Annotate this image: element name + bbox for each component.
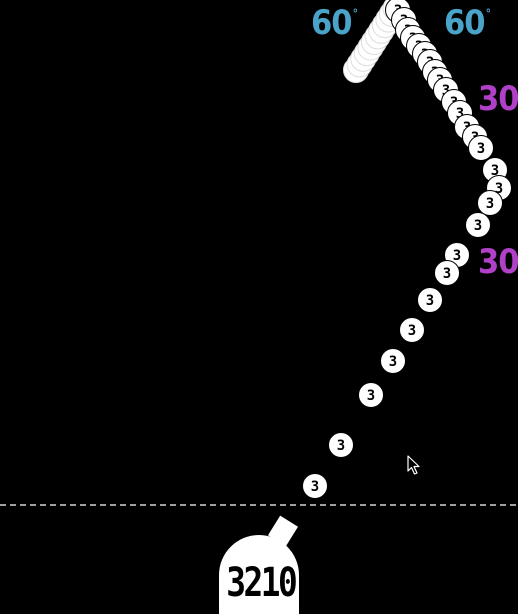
ball-label: 3 (491, 163, 499, 179)
ball: 3 (417, 287, 443, 313)
degree-symbol: ° (352, 7, 359, 21)
ball-label: 3 (337, 438, 345, 454)
ball-label: 3 (426, 293, 434, 309)
angle-marker-60-left: 60° (311, 3, 359, 43)
ball-label: 3 (442, 83, 450, 99)
ball: 3 (358, 382, 384, 408)
launcher-cannon-icon[interactable] (219, 511, 303, 614)
ball: 3 (328, 432, 354, 458)
ball-label: 3 (408, 323, 416, 339)
ball-label: 3 (477, 141, 485, 157)
ball: 3 (399, 317, 425, 343)
ball: 3 (380, 348, 406, 374)
angle-value: 60 (444, 3, 486, 43)
ball-label: 3 (443, 266, 451, 282)
ball-label: 3 (311, 479, 319, 495)
angle-marker-30-lower: 30° (478, 245, 518, 279)
ball: 3 (468, 135, 494, 161)
ball: 3 (302, 473, 328, 499)
ball-label: 3 (389, 354, 397, 370)
degree-symbol: ° (485, 7, 492, 21)
angle-marker-60-right: 60° (444, 3, 492, 43)
ball-label: 3 (495, 181, 503, 197)
angle-value: 30 (478, 242, 518, 282)
angle-value: 60 (311, 3, 353, 43)
angle-marker-30-upper: 30° (478, 82, 518, 116)
launcher-dome (219, 535, 299, 614)
angle-value: 30 (478, 79, 518, 119)
score-display: 3210 (226, 560, 298, 606)
ball-label: 3 (474, 218, 482, 234)
arrow-cursor-icon (407, 455, 420, 475)
ball: 3 (434, 260, 460, 286)
ball: 3 (477, 190, 503, 216)
ball-label: 3 (456, 106, 464, 122)
ball-label: 3 (453, 248, 461, 264)
ball-label: 3 (367, 388, 375, 404)
ball: 3 (465, 212, 491, 238)
ball-label: 3 (486, 196, 494, 212)
ball-trail: 333333333333333333333333333333333333333 (302, 0, 512, 499)
